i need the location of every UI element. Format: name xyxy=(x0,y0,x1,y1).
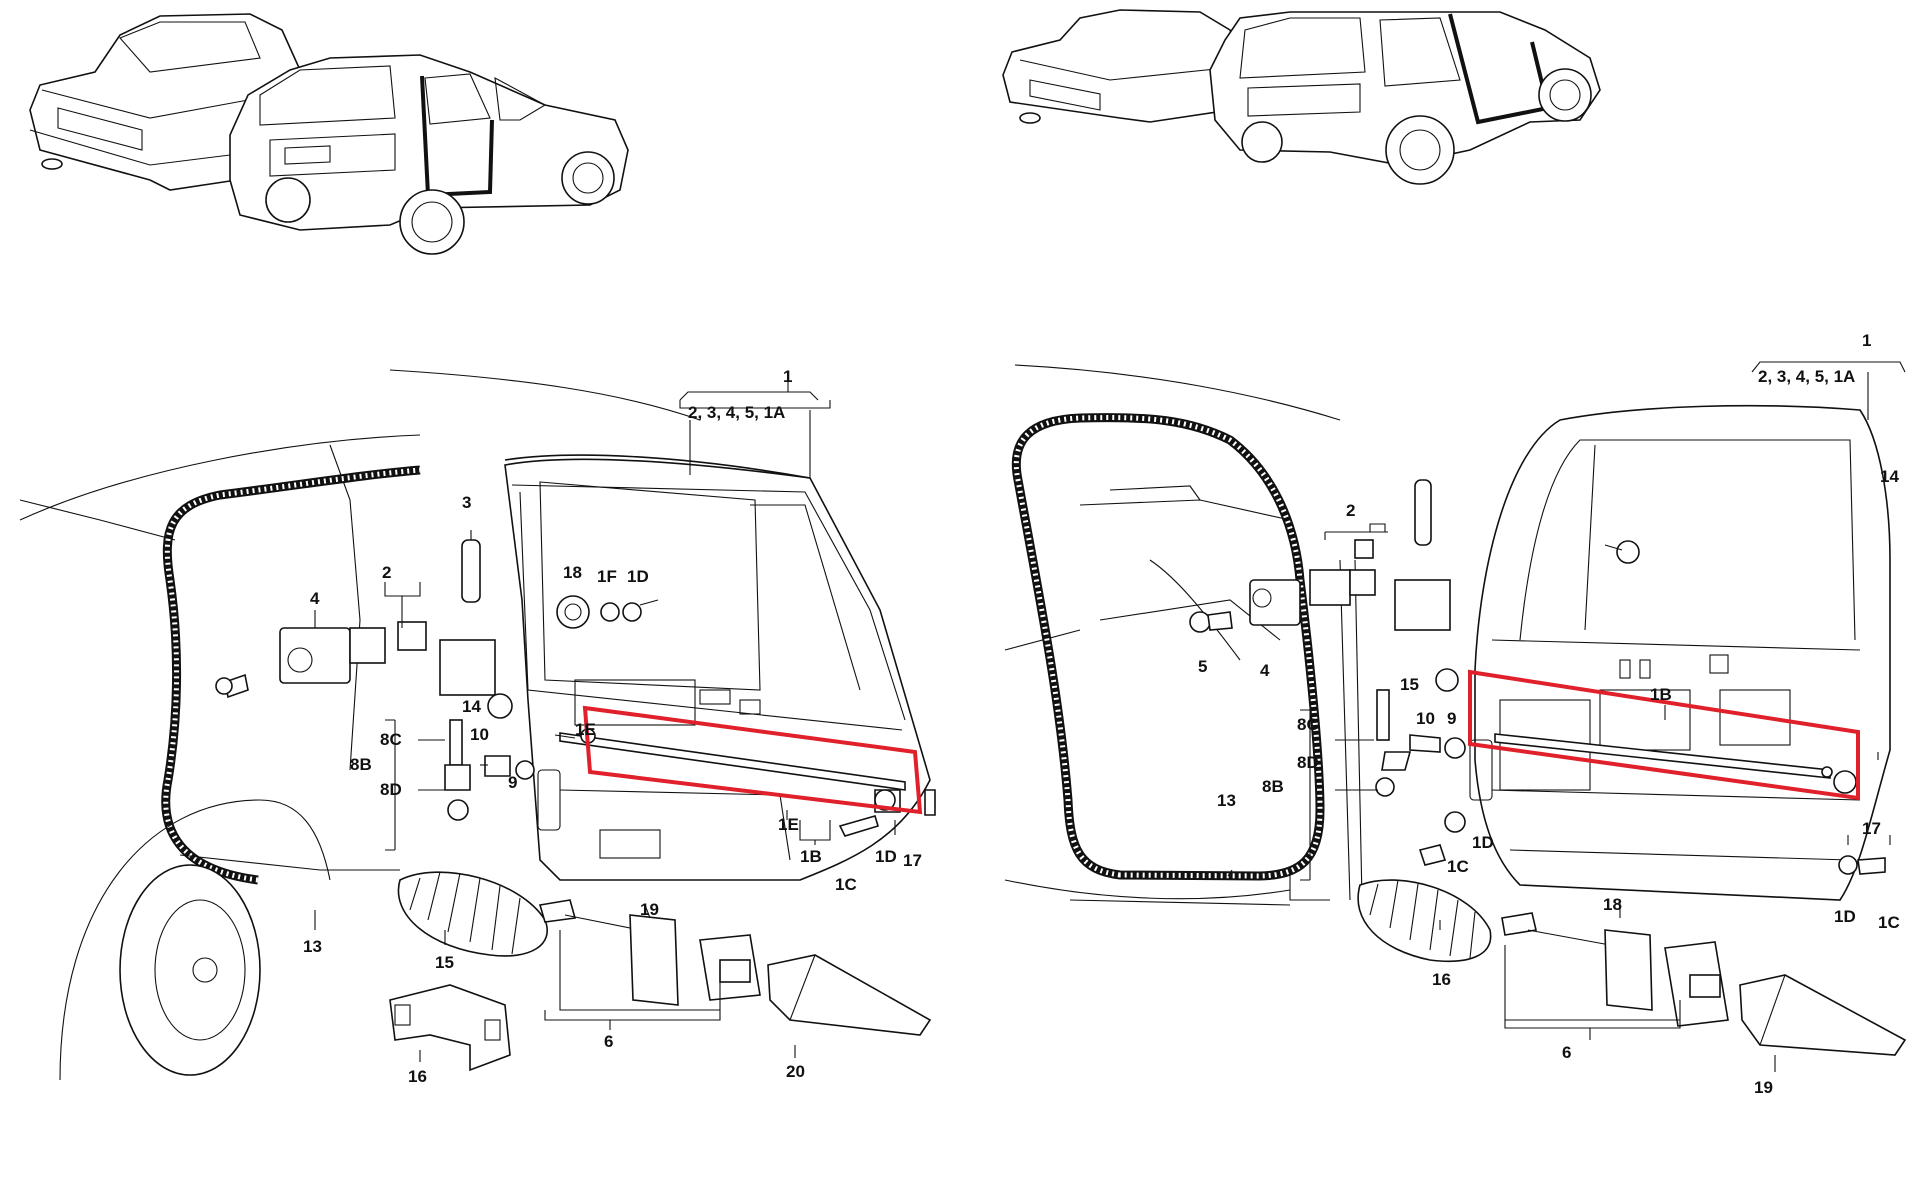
right-bump-stop-15 xyxy=(1435,668,1459,692)
left-label-1b: 1B xyxy=(800,847,822,866)
left-label-group: 2, 3, 4, 5, 1A xyxy=(688,403,785,422)
left-door-rod-1b xyxy=(554,728,906,791)
left-label-1c: 1C xyxy=(835,875,857,894)
left-bump-stop-14 xyxy=(487,693,513,719)
right-label-1c: 1C xyxy=(1447,857,1469,876)
left-reference-car-thumbnail xyxy=(29,13,629,255)
right-label-10: 10 xyxy=(1416,709,1435,728)
left-label-16: 16 xyxy=(408,1067,427,1086)
right-front-door-shell xyxy=(1474,404,1891,901)
right-exploded-view xyxy=(1004,361,1907,1072)
left-label-1d-top: 1D xyxy=(627,567,649,586)
right-label-8d: 8D xyxy=(1297,753,1319,772)
right-callout-labels: 1 2, 3, 4, 5, 1A 14 2 5 4 15 8C 10 9 1B … xyxy=(1198,331,1900,1097)
right-label-19: 19 xyxy=(1754,1078,1773,1097)
left-hinge-assembly xyxy=(215,539,496,699)
right-label-5: 5 xyxy=(1198,657,1207,676)
right-label-17: 17 xyxy=(1862,819,1881,838)
left-label-4: 4 xyxy=(310,589,320,608)
left-label-1e-top: 1E xyxy=(575,720,596,739)
left-highlight-box xyxy=(582,705,923,815)
left-label-14: 14 xyxy=(462,697,481,716)
left-label-8b: 8B xyxy=(350,755,372,774)
left-label-13: 13 xyxy=(303,937,322,956)
left-label-1: 1 xyxy=(783,367,792,386)
right-label-6: 6 xyxy=(1562,1043,1571,1062)
left-label-6: 6 xyxy=(604,1032,613,1051)
right-label-15: 15 xyxy=(1400,675,1419,694)
left-door-opening-seal xyxy=(161,465,421,885)
left-label-17: 17 xyxy=(903,851,922,870)
left-label-1e: 1E xyxy=(778,815,799,834)
right-bump-stop-14 xyxy=(1616,540,1640,564)
left-label-1f: 1F xyxy=(597,567,617,586)
left-rear-door-shell xyxy=(504,458,931,881)
right-label-8c: 8C xyxy=(1297,715,1319,734)
right-gaiter-16 xyxy=(1357,879,1492,962)
right-reference-car-thumbnail xyxy=(1002,9,1601,185)
right-label-group: 2, 3, 4, 5, 1A xyxy=(1758,367,1855,386)
left-grommet-18 xyxy=(556,595,590,629)
right-label-14: 14 xyxy=(1880,467,1899,486)
right-highlight-box xyxy=(1468,669,1860,801)
right-hinge-assembly xyxy=(1189,479,1451,633)
left-label-1d: 1D xyxy=(875,847,897,866)
right-door-rod-1b xyxy=(1494,733,1833,779)
right-label-1: 1 xyxy=(1862,331,1871,350)
left-callout-labels: 1 2, 3, 4, 5, 1A 3 2 4 18 1F 1D 14 8C 8B… xyxy=(303,367,922,1086)
right-label-18: 18 xyxy=(1603,895,1622,914)
left-label-18: 18 xyxy=(563,563,582,582)
left-label-9: 9 xyxy=(508,773,517,792)
right-label-1c-b: 1C xyxy=(1878,913,1900,932)
right-label-13: 13 xyxy=(1217,791,1236,810)
right-label-9: 9 xyxy=(1447,709,1456,728)
left-label-8d: 8D xyxy=(380,780,402,799)
right-label-2: 2 xyxy=(1346,501,1355,520)
right-door-opening-seal xyxy=(1011,413,1325,881)
left-label-15: 15 xyxy=(435,953,454,972)
right-label-16: 16 xyxy=(1432,970,1451,989)
right-label-1d-b: 1D xyxy=(1834,907,1856,926)
right-label-1b: 1B xyxy=(1650,685,1672,704)
right-label-8b: 8B xyxy=(1262,777,1284,796)
right-label-4: 4 xyxy=(1260,661,1270,680)
left-label-10: 10 xyxy=(470,725,489,744)
left-label-8c: 8C xyxy=(380,730,402,749)
right-label-1d: 1D xyxy=(1472,833,1494,852)
left-gaiter-15 xyxy=(397,871,548,957)
left-exploded-view xyxy=(19,369,936,1081)
left-label-19: 19 xyxy=(640,900,659,919)
left-label-2: 2 xyxy=(382,563,391,582)
left-label-20: 20 xyxy=(786,1062,805,1081)
left-label-3: 3 xyxy=(462,493,471,512)
